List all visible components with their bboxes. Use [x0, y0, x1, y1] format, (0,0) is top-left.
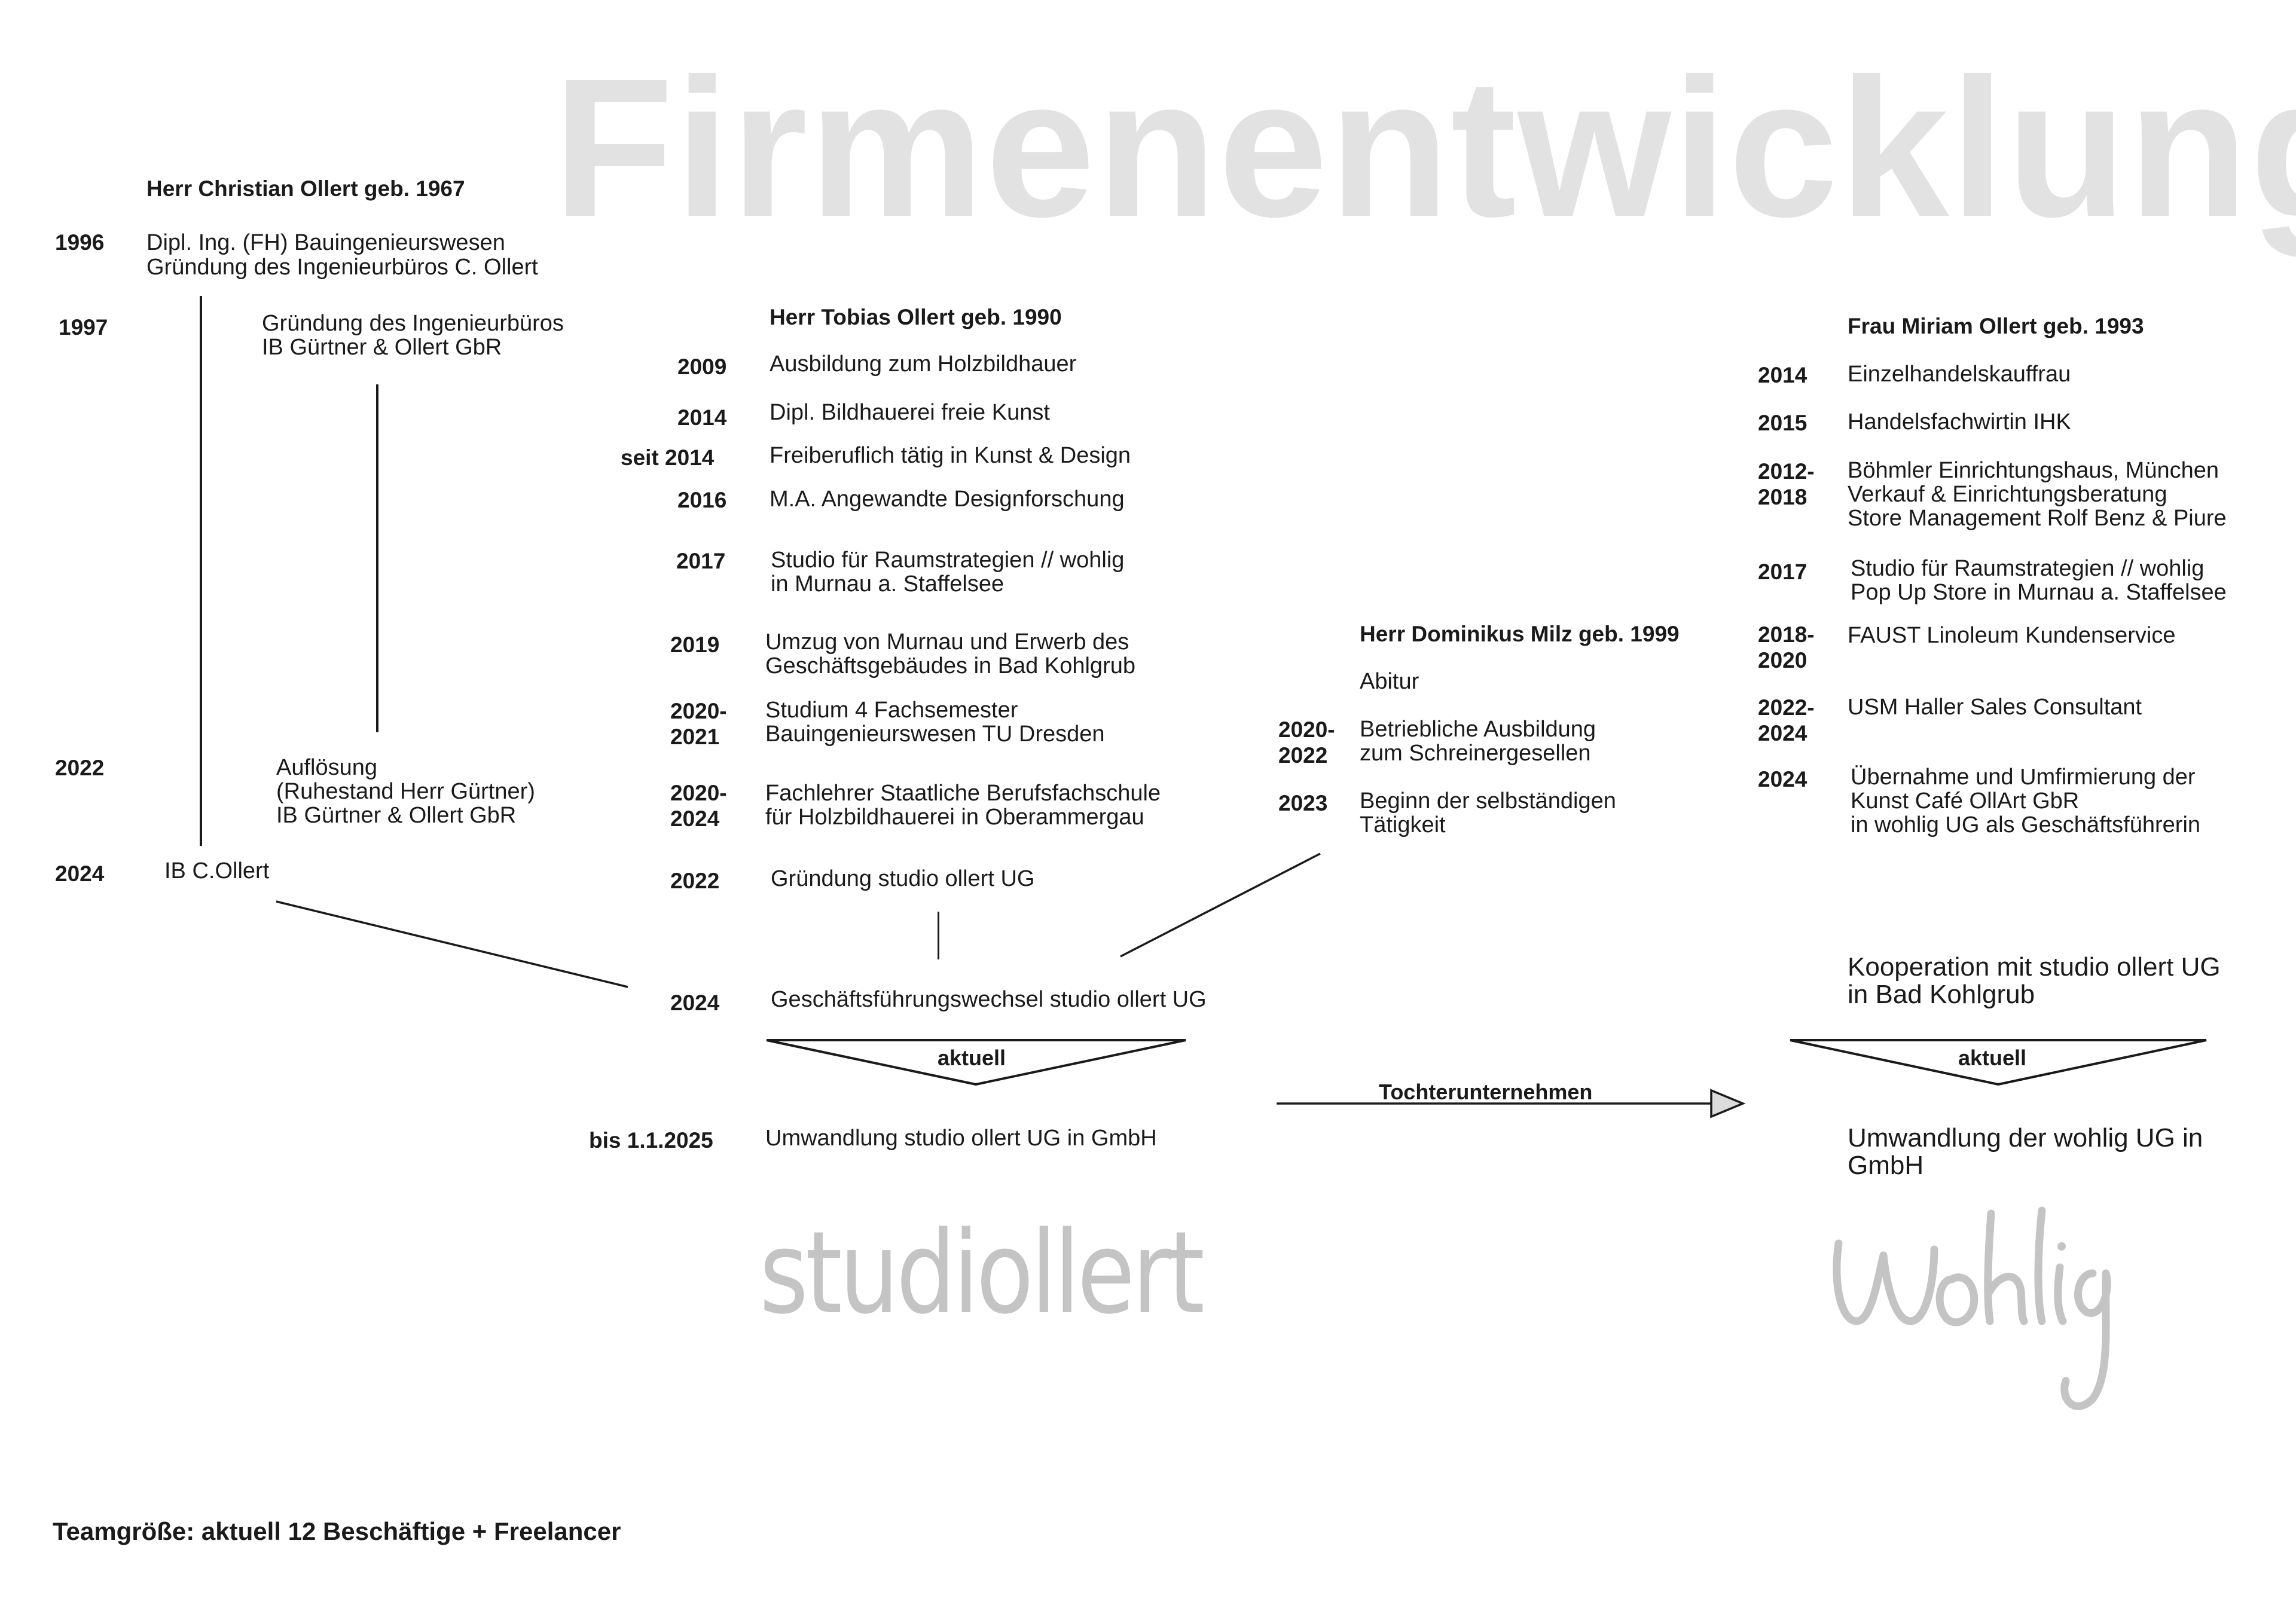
- christian-entry-2022-line1: Auflösung: [276, 755, 378, 780]
- christian-year-2022: 2022: [55, 756, 105, 780]
- miriam-entry-2022-2024: USM Haller Sales Consultant: [1848, 695, 2142, 720]
- tobias-year-2020-2024: 2020- 2024: [670, 781, 727, 831]
- tobias-entry-2017-line1: Studio für Raumstrategien // wohlig: [771, 548, 1125, 573]
- umwandlung-wohlig-line1: Umwandlung der wohlig UG in: [1848, 1123, 2203, 1153]
- tobias-name: Herr Tobias Ollert geb. 1990: [770, 305, 1062, 329]
- miriam-year-2012-2018: 2012- 2018: [1758, 459, 1815, 509]
- christian-year-2024: 2024: [55, 861, 105, 886]
- tobias-entry-2009: Ausbildung zum Holzbildhauer: [770, 352, 1077, 377]
- svg-text:studiollert: studiollert: [759, 1208, 1202, 1327]
- christian-timeline-line: [200, 296, 202, 846]
- tobias-year-2019: 2019: [670, 632, 720, 657]
- dominikus-year-2020-2022: 2020- 2022: [1278, 717, 1335, 768]
- miriam-year-2022-2024: 2022- 2024: [1758, 695, 1815, 745]
- tobias-entry-2017-line2: in Murnau a. Staffelsee: [771, 571, 1004, 597]
- kooperation-line1: Kooperation mit studio ollert UG: [1848, 952, 2221, 982]
- miriam-entry-2024-line2: Kunst Café OllArt GbR: [1851, 788, 2080, 814]
- tobias-entry-seit-2014: Freiberuflich tätig in Kunst & Design: [770, 443, 1131, 468]
- studio-status-triangle: [766, 1039, 1186, 1086]
- tobias-entry-2014: Dipl. Bildhauerei freie Kunst: [770, 400, 1050, 425]
- miriam-year-2024: 2024: [1758, 767, 1808, 791]
- christian-entry-2024: IB C.Ollert: [164, 858, 270, 884]
- tobias-year-2009: 2009: [677, 354, 727, 379]
- tobias-entry-2019-line2: Geschäftsgebäudes in Bad Kohlgrub: [765, 653, 1135, 678]
- team-size-footer: Teamgröße: aktuell 12 Beschäftige + Free…: [53, 1517, 621, 1545]
- miriam-entry-2017-line1: Studio für Raumstrategien // wohlig: [1851, 556, 2205, 581]
- tobias-connector-line: [938, 912, 939, 959]
- miriam-year-2015: 2015: [1758, 411, 1808, 435]
- christian-entry-1997-line1: Gründung des Ingenieurbüros: [262, 311, 564, 336]
- miriam-entry-2015: Handelsfachwirtin IHK: [1848, 409, 2071, 435]
- tobias-year-bis-2025: bis 1.1.2025: [589, 1128, 713, 1153]
- miriam-name: Frau Miriam Ollert geb. 1993: [1848, 314, 2144, 338]
- subsidiary-arrow-label: Tochterunternehmen: [1379, 1080, 1593, 1104]
- miriam-entry-2024-line1: Übernahme und Umfirmierung der: [1851, 765, 2196, 790]
- miriam-entry-2012-2018-line2: Verkauf & Einrichtungsberatung: [1848, 482, 2167, 507]
- gbr-timeline-line: [376, 384, 378, 732]
- miriam-entry-2012-2018-line1: Böhmler Einrichtungshaus, München: [1848, 458, 2219, 483]
- tobias-year-2017: 2017: [676, 549, 726, 573]
- christian-entry-1997-line2: IB Gürtner & Ollert GbR: [262, 335, 502, 360]
- christian-year-1997: 1997: [59, 315, 108, 340]
- tobias-year-2014: 2014: [677, 405, 727, 430]
- christian-entry-1996-line1: Dipl. Ing. (FH) Bauingenieurswesen: [146, 230, 505, 255]
- christian-entry-2022-line3: IB Gürtner & Ollert GbR: [276, 803, 517, 828]
- miriam-entry-2017-line2: Pop Up Store in Murnau a. Staffelsee: [1851, 580, 2227, 605]
- christian-name: Herr Christian Ollert geb. 1967: [146, 176, 465, 201]
- miriam-entry-2012-2018-line3: Store Management Rolf Benz & Piure: [1848, 506, 2227, 531]
- christian-entry-1996-line2: Gründung des Ingenieurbüros C. Ollert: [146, 255, 538, 280]
- wohlig-logo: [1833, 1206, 2111, 1410]
- wohlig-status-label: aktuell: [1958, 1046, 2027, 1070]
- subsidiary-arrow-head: [1710, 1089, 1746, 1118]
- tobias-entry-2020-2024-line1: Fachlehrer Staatliche Berufsfachschule: [765, 781, 1161, 806]
- miriam-entry-2014: Einzelhandelskauffrau: [1848, 362, 2071, 387]
- tobias-entry-2020-2024-line2: für Holzbildhauerei in Oberammergau: [765, 805, 1144, 830]
- tobias-year-2020-2021: 2020- 2021: [670, 699, 727, 749]
- tobias-year-2016: 2016: [677, 488, 727, 512]
- tobias-entry-2024: Geschäftsführungswechsel studio ollert U…: [771, 987, 1207, 1012]
- dominikus-entry-2020-2022-line1: Betriebliche Ausbildung: [1360, 717, 1596, 742]
- miriam-year-2018-2020: 2018- 2020: [1758, 622, 1815, 673]
- christian-entry-2022-line2: (Ruhestand Herr Gürtner): [276, 779, 535, 804]
- dominikus-name: Herr Dominikus Milz geb. 1999: [1360, 622, 1680, 646]
- tobias-entry-2016: M.A. Angewandte Designforschung: [770, 487, 1125, 512]
- tobias-entry-2020-2021-line1: Studium 4 Fachsemester: [765, 698, 1018, 723]
- miriam-entry-2024-line3: in wohlig UG als Geschäftsführerin: [1851, 812, 2201, 838]
- tobias-year-seit-2014: seit 2014: [621, 445, 715, 470]
- page-title: Firmenentwicklung: [553, 37, 2296, 258]
- tobias-year-2024: 2024: [670, 991, 720, 1015]
- dominikus-entry-2023-line2: Tätigkeit: [1360, 812, 1446, 838]
- tobias-year-2022: 2022: [670, 869, 720, 893]
- studio-status-label: aktuell: [938, 1046, 1006, 1070]
- tobias-entry-2019-line1: Umzug von Murnau und Erwerb des: [765, 629, 1129, 655]
- tobias-entry-2022: Gründung studio ollert UG: [771, 866, 1035, 891]
- dominikus-entry-2023-line1: Beginn der selbständigen: [1360, 788, 1616, 814]
- kooperation-line2: in Bad Kohlgrub: [1848, 980, 2035, 1009]
- miriam-year-2017: 2017: [1758, 560, 1808, 584]
- umwandlung-wohlig-line2: GmbH: [1848, 1151, 1924, 1180]
- miriam-year-2014: 2014: [1758, 363, 1808, 387]
- studio-ollert-logo: studiollert: [759, 1208, 1206, 1327]
- tobias-entry-2020-2021-line2: Bauingenieurswesen TU Dresden: [765, 722, 1105, 747]
- miriam-entry-2018-2020: FAUST Linoleum Kundenservice: [1848, 623, 2176, 648]
- christian-year-1996: 1996: [55, 230, 105, 255]
- dominikus-to-tobias-connector: [1120, 852, 1321, 958]
- dominikus-entry-abitur: Abitur: [1360, 669, 1419, 694]
- dominikus-entry-2020-2022-line2: zum Schreinergesellen: [1360, 741, 1591, 766]
- tobias-entry-bis-2025: Umwandlung studio ollert UG in GmbH: [765, 1126, 1157, 1151]
- dominikus-year-2023: 2023: [1278, 791, 1328, 815]
- christian-to-tobias-connector: [276, 900, 628, 988]
- wohlig-status-triangle: [1790, 1039, 2207, 1086]
